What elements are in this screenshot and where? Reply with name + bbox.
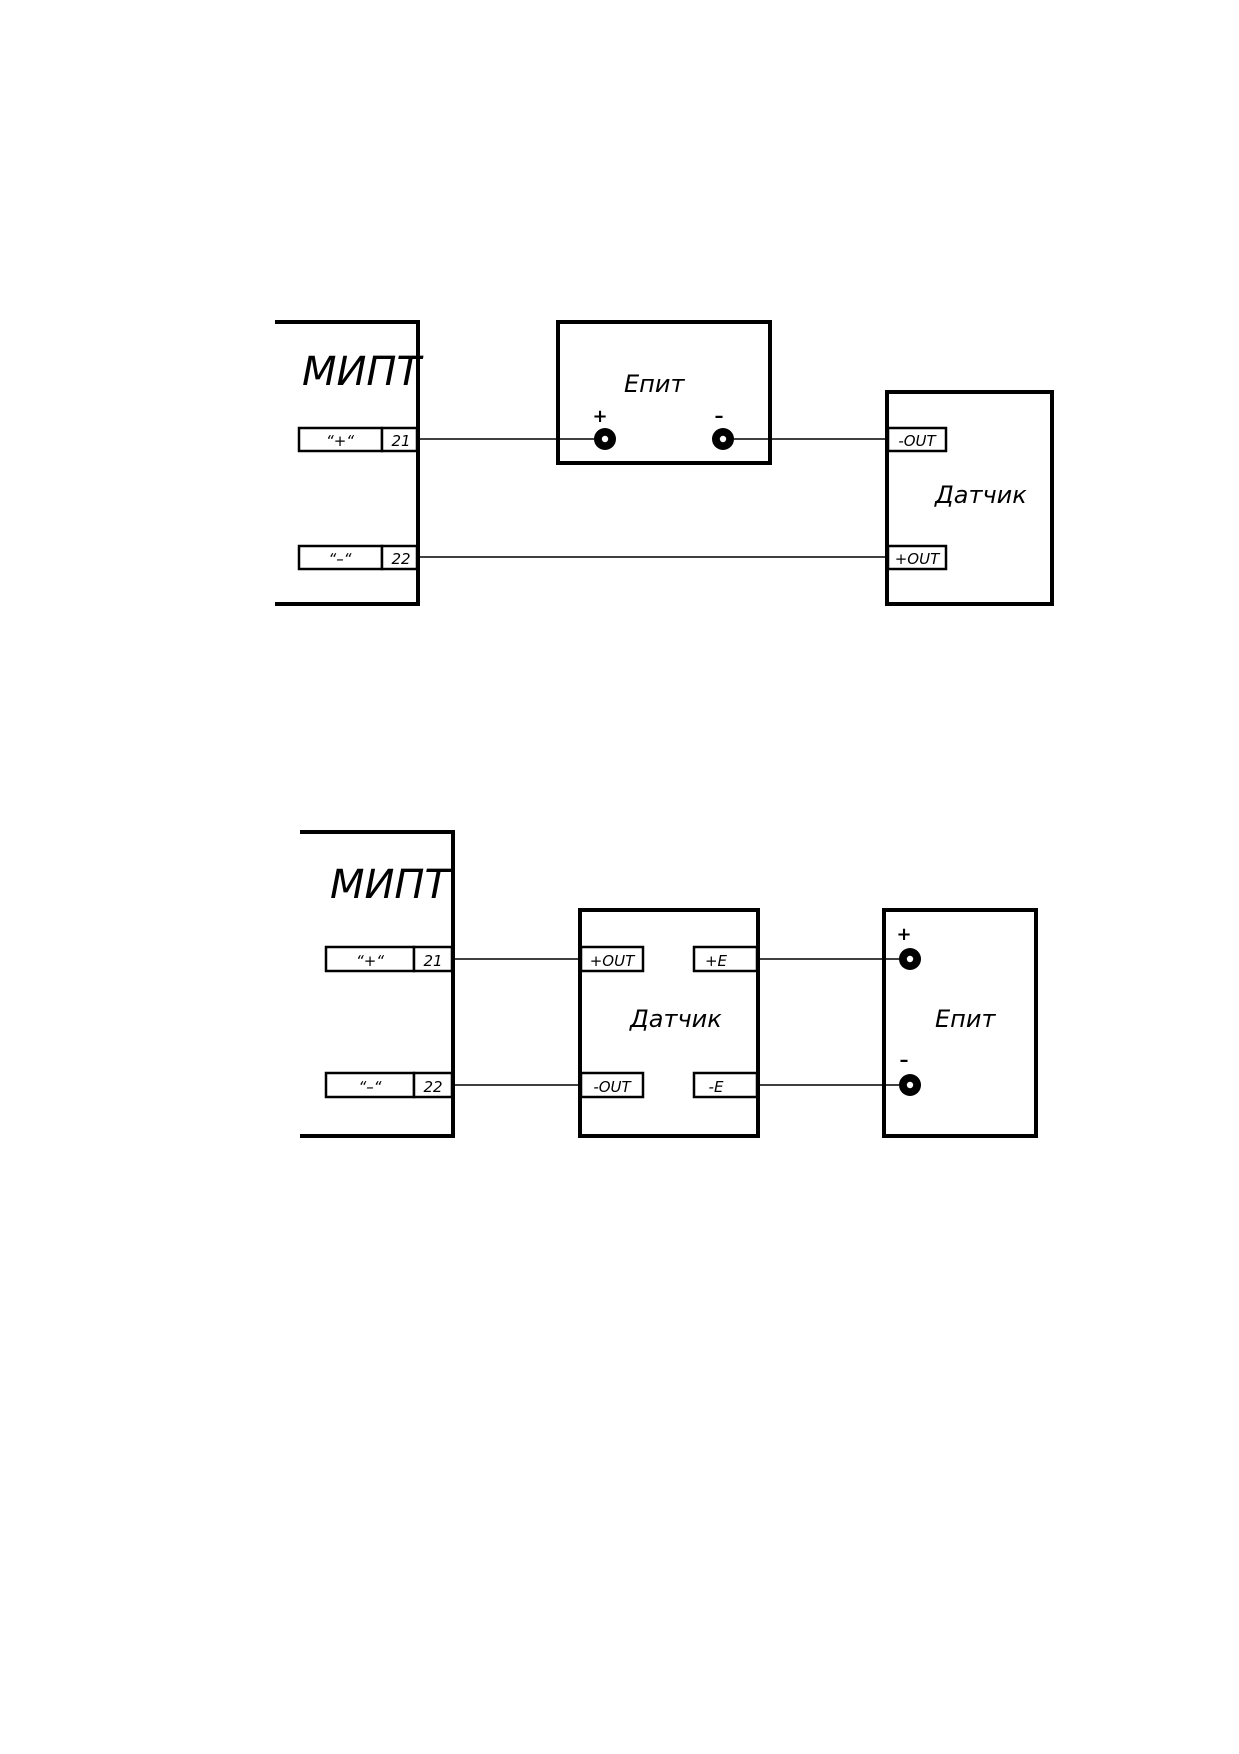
power-supply-label: Eпит: [624, 370, 685, 398]
power-supply-label: Eпит: [935, 1005, 996, 1033]
diagram-2: МИПТ “+“ 21 “–“ 22 Датчик +OUT -OUT +E -…: [300, 830, 1038, 1138]
power-plus-terminal-icon: [899, 948, 921, 970]
power-minus-sign: –: [715, 406, 724, 427]
terminal-22-label: 22: [391, 550, 410, 568]
terminal-plus-label: “+“: [356, 952, 384, 970]
sensor-pin-plus-out: +OUT: [590, 952, 636, 970]
power-plus-sign: +: [592, 406, 607, 427]
mipt-label: МИПТ: [302, 349, 425, 395]
terminal-minus-label: “–“: [358, 1078, 381, 1096]
sensor-block: Датчик +OUT -OUT +E -E: [578, 908, 760, 1138]
power-supply-block: Eпит + –: [556, 320, 772, 465]
power-minus-terminal-icon: [899, 1074, 921, 1096]
sensor-pin-plus-out: +OUT: [895, 550, 941, 568]
mipt-block: МИПТ “+“ 21 “–“ 22: [300, 830, 455, 1138]
sensor-outline: [885, 390, 1054, 606]
power-minus-terminal-icon: [712, 428, 734, 450]
mipt-block: МИПТ “+“ 21 “–“ 22: [275, 320, 425, 606]
terminal-minus-label: “–“: [328, 550, 351, 568]
power-supply-outline: [882, 908, 1038, 1138]
terminal-22-label: 22: [423, 1078, 442, 1096]
power-plus-terminal-icon: [594, 428, 616, 450]
power-minus-sign: –: [900, 1050, 909, 1071]
terminal-21-label: 21: [423, 952, 442, 970]
power-supply-block: Eпит + –: [882, 908, 1038, 1138]
terminal-21-box: [412, 945, 454, 973]
power-supply-outline: [556, 320, 772, 465]
sensor-pin-minus-out: -OUT: [898, 432, 937, 450]
mipt-outline: [300, 830, 455, 1138]
sensor-pin-plus-out-box: [579, 945, 645, 973]
mipt-outline: [275, 320, 420, 606]
sensor-pin-minus-out-box: [579, 1071, 645, 1099]
sensor-block: Датчик -OUT +OUT: [885, 390, 1054, 606]
sensor-pin-minus-out: -OUT: [593, 1078, 632, 1096]
terminal-21-label: 21: [391, 432, 410, 450]
sensor-pin-minus-e: -E: [709, 1078, 724, 1096]
sensor-pin-plus-e: +E: [705, 952, 728, 970]
mipt-label: МИПТ: [330, 862, 453, 908]
sensor-label: Датчик: [629, 1005, 722, 1033]
terminal-plus-label: “+“: [326, 432, 354, 450]
diagram-1: МИПТ “+“ 21 “–“ 22 Eпит + –: [275, 320, 1054, 606]
sensor-outline: [578, 908, 760, 1138]
power-plus-sign: +: [896, 924, 911, 945]
sensor-pin-minus-e-box: [692, 1071, 759, 1099]
sensor-label: Датчик: [934, 481, 1027, 509]
terminal-22-box: [412, 1071, 454, 1099]
